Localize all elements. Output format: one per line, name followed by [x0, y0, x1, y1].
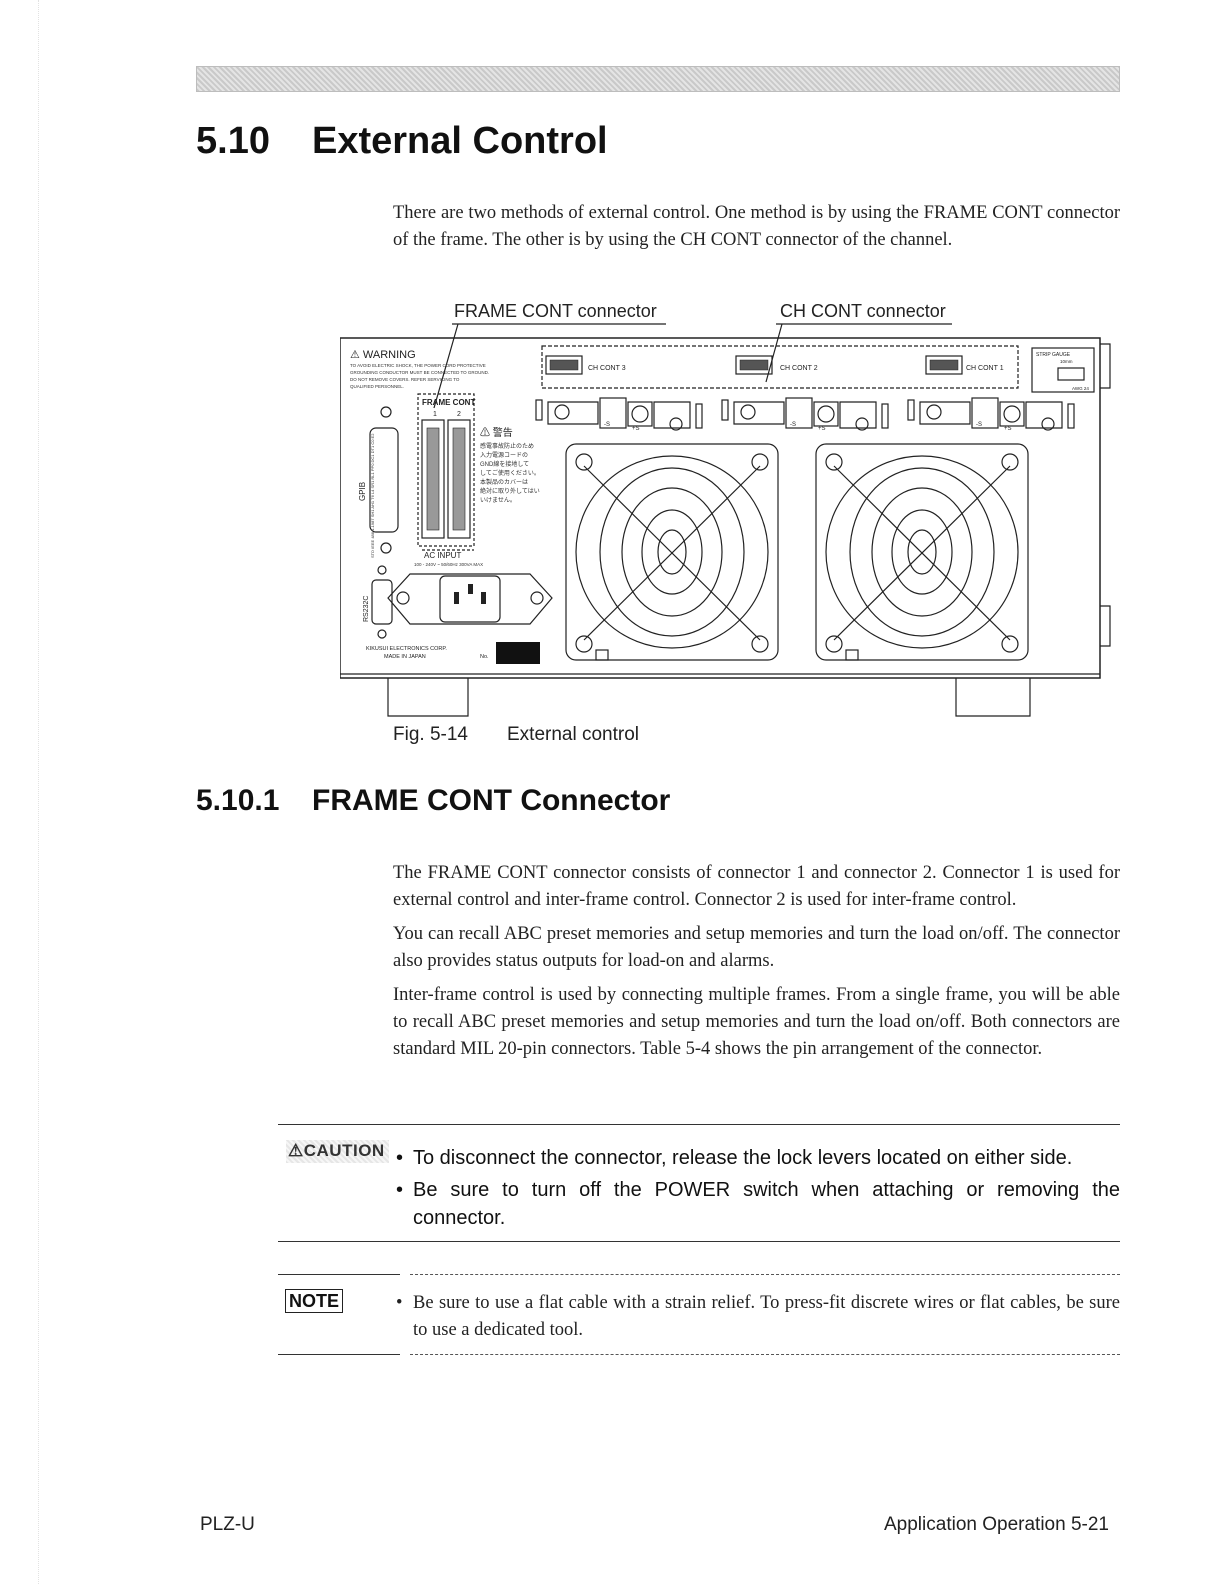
- panel-terminal-pos-3: +S: [1004, 426, 1012, 432]
- page-margin-line: [38, 0, 39, 1584]
- panel-terminal-pos-2: +S: [818, 426, 826, 432]
- panel-warning-line-1: TO AVOID ELECTRIC SHOCK, THE POWER CORD …: [350, 363, 486, 368]
- footer-product-name: PLZ-U: [200, 1514, 255, 1535]
- panel-serial-label: No.: [480, 654, 489, 660]
- fan-right: [815, 443, 1029, 661]
- figure-caption: Fig. 5-14 External control: [393, 724, 639, 746]
- panel-rs232c-label: RS232C: [363, 596, 370, 622]
- panel-jp-line-4: してご使用ください。: [480, 469, 540, 477]
- panel-maker-line-1: KIKUSUI ELECTRONICS CORP.: [366, 646, 447, 652]
- bullet-icon: •: [396, 1293, 403, 1313]
- note-top-rule: [278, 1274, 400, 1275]
- panel-terminal-neg-3: -S: [976, 422, 982, 428]
- subsection-title-text: FRAME CONT Connector: [312, 784, 671, 817]
- panel-frame-cont-label: FRAME CONT: [422, 398, 475, 407]
- callout-frame-cont: FRAME CONT connector: [454, 301, 657, 321]
- figure-caption-text: External control: [507, 724, 640, 745]
- panel-jp-line-6: 絶対に取り外してはい: [480, 487, 540, 495]
- note-item-text: Be sure to use a flat cable with a strai…: [413, 1293, 1120, 1340]
- note-bottom-dashed-rule: [410, 1354, 1120, 1355]
- panel-jp-line-7: いけません。: [480, 497, 516, 504]
- caution-label: CAUTION: [303, 1141, 385, 1160]
- rear-panel-drawing: FRAME CONT connector CH CONT connector ⚠…: [313, 301, 1111, 717]
- callout-ch-cont: CH CONT connector: [780, 301, 946, 321]
- bullet-icon: •: [396, 1147, 404, 1169]
- panel-jp-line-1: 感電事故防止のため: [480, 442, 534, 450]
- caution-badge: ⚠CAUTION: [286, 1140, 389, 1163]
- section-title-text: External Control: [312, 120, 608, 162]
- subsection-number: 5.10.1: [196, 784, 280, 817]
- intro-text: There are two methods of external contro…: [393, 203, 1120, 250]
- caution-item-1-text: To disconnect the connector, release the…: [413, 1147, 1073, 1169]
- section-number: 5.10: [196, 120, 270, 162]
- caution-item-2-text: Be sure to turn off the POWER switch whe…: [413, 1179, 1120, 1229]
- caution-list: • To disconnect the connector, release t…: [396, 1144, 1120, 1236]
- figure-external-control: FRAME CONT connector CH CONT connector ⚠…: [313, 296, 1121, 726]
- paragraph-1: The FRAME CONT connector consists of con…: [393, 863, 1120, 910]
- panel-frame-conn-1: 1: [433, 411, 437, 418]
- panel-ch-cont-3: CH CONT 3: [588, 365, 626, 372]
- footer-page-ref: Application Operation 5-21: [884, 1514, 1109, 1535]
- caution-item-2: • Be sure to turn off the POWER switch w…: [396, 1176, 1120, 1232]
- frame-cont-paragraphs: The FRAME CONT connector consists of con…: [393, 860, 1120, 1070]
- panel-strip-gauge-label: STRIP GAUGE: [1036, 352, 1071, 358]
- panel-ch-cont-1: CH CONT 1: [966, 365, 1004, 372]
- section-title: 5.10 External Control: [196, 120, 608, 163]
- panel-gpib-std: STD IEEE 488.1-1987 SH1 AH1 T6 L4 SR1 RL…: [370, 433, 375, 558]
- panel-warning-line-2: GROUNDING CONDUCTOR MUST BE CONNECTED TO…: [350, 370, 489, 375]
- panel-terminal-neg-1: -S: [604, 422, 610, 428]
- paragraph-3: Inter-frame control is used by connectin…: [393, 985, 1120, 1059]
- panel-strip-gauge-value: 10mm: [1060, 359, 1073, 364]
- panel-terminal-pos-1: +S: [632, 426, 640, 432]
- caution-bottom-rule: [278, 1241, 1120, 1242]
- paragraph-2: You can recall ABC preset memories and s…: [393, 924, 1120, 971]
- panel-jp-line-2: 入力電源コードの: [480, 451, 528, 459]
- note-badge: NOTE: [285, 1289, 344, 1313]
- panel-warning-title: ⚠ WARNING: [350, 349, 416, 361]
- panel-terminal-neg-2: -S: [790, 422, 796, 428]
- header-bar: [196, 66, 1120, 92]
- intro-paragraph: There are two methods of external contro…: [393, 200, 1120, 261]
- panel-maker-line-2: MADE IN JAPAN: [384, 654, 426, 660]
- panel-warning-line-4: QUALIFIED PERSONNEL.: [350, 384, 404, 389]
- subsection-title: 5.10.1 FRAME CONT Connector: [196, 784, 670, 818]
- panel-warning-line-3: DO NOT REMOVE COVERS. REFER SERVICING TO: [350, 377, 460, 382]
- note-bottom-rule: [278, 1354, 400, 1355]
- panel-awg-label: AWG 24: [1072, 386, 1089, 391]
- fan-left: [565, 443, 779, 661]
- panel-ac-input-rating: 100 - 240V ~ 50/60Hz 300VA MAX: [414, 562, 483, 567]
- note-item: • Be sure to use a flat cable with a str…: [396, 1290, 1120, 1344]
- panel-jp-line-5: 本製品のカバーは: [480, 478, 528, 486]
- caution-warning-icon: ⚠: [288, 1141, 304, 1160]
- panel-jp-line-3: GND線を接地して: [480, 460, 529, 468]
- figure-number: Fig. 5-14: [393, 724, 468, 745]
- panel-jp-warning-title: ⚠ 警告: [480, 426, 513, 439]
- caution-item-1: • To disconnect the connector, release t…: [396, 1144, 1120, 1172]
- panel-ch-cont-2: CH CONT 2: [780, 365, 818, 372]
- caution-top-rule: [278, 1124, 1120, 1125]
- panel-ac-input-label: AC INPUT: [424, 551, 461, 560]
- panel-frame-conn-2: 2: [457, 411, 461, 418]
- bullet-icon: •: [396, 1179, 404, 1201]
- note-top-dashed-rule: [410, 1274, 1120, 1275]
- panel-gpib-label: GPIB: [358, 482, 367, 501]
